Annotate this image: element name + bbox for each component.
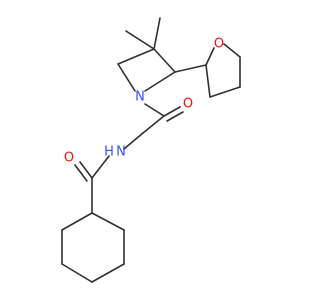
bond-co-upper-a: [163, 106, 181, 117]
bond-nh-carbonyl: [91, 155, 110, 179]
bond-n-carbonyl: [144, 103, 165, 117]
bond-co-upper-b: [166, 111, 184, 122]
bond-thf-c3-c2: [205, 64, 211, 98]
bond-ch2-n: [117, 63, 136, 92]
atom-oxygen-carbonyl-upper: O: [183, 97, 193, 112]
atom-oxygen-ring: O: [214, 37, 224, 52]
bond-c3-ch2: [117, 48, 155, 65]
atom-nitrogen-amide: N: [116, 145, 126, 160]
bond-n-c2: [144, 71, 176, 92]
bond-co-lower-a: [79, 161, 93, 179]
bond-co-lower-b: [74, 164, 88, 182]
bond-thf-c2-o: [205, 47, 215, 66]
azetidine-ring: [117, 48, 176, 92]
bond-cy-3: [91, 263, 125, 283]
bond-methyl-1: [125, 30, 155, 50]
bond-c2-thf: [174, 64, 207, 73]
bond-thf-o-c5: [223, 43, 241, 58]
bond-thf-c4-c3: [209, 86, 241, 98]
atom-hydrogen-amide: H: [104, 145, 114, 160]
atom-oxygen-carbonyl-lower: O: [64, 151, 74, 166]
bond-carbonyl-ch2: [142, 115, 165, 134]
bond-cy-6: [61, 212, 93, 231]
bond-c2-c3: [153, 48, 176, 73]
cyclohexane-ring: [61, 212, 125, 283]
atom-nitrogen-ring: N: [135, 90, 145, 105]
bond-cy-4: [61, 263, 93, 283]
structure-svg: O N O N H O: [61, 17, 241, 283]
linker-chain: [74, 103, 184, 214]
gem-dimethyl: [125, 17, 161, 50]
thf-ring: [205, 43, 241, 98]
bond-ch2-nh: [123, 132, 144, 150]
bond-cy-1: [91, 212, 125, 231]
molecule-diagram: O N O N H O: [61, 17, 241, 283]
bond-methyl-2: [153, 17, 161, 50]
